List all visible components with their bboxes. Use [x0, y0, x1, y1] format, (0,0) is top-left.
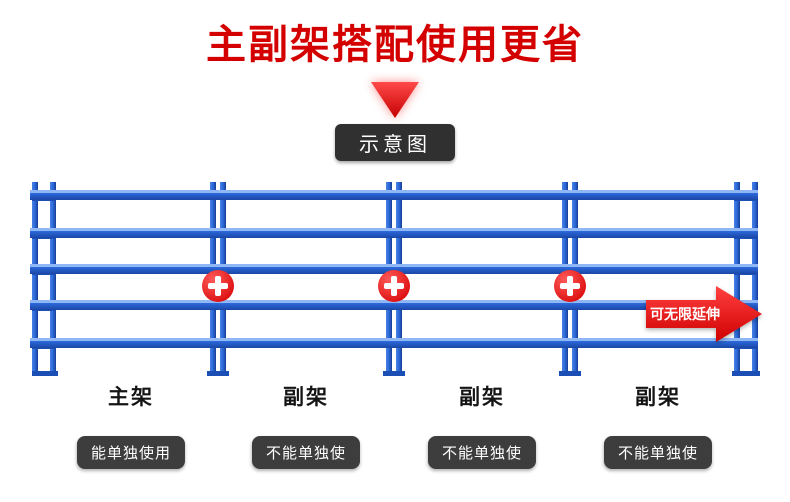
rack-label-sub-1: 副架: [283, 386, 329, 409]
plus-icon: [202, 270, 234, 302]
extend-arrow: 可无限延伸: [646, 286, 762, 342]
usage-badge-sub-1: 不能单独使: [251, 436, 361, 469]
plus-icon: [554, 270, 586, 302]
plus-icon: [378, 270, 410, 302]
page-title: 主副架搭配使用更省: [206, 23, 584, 67]
rack-label-main: 主架: [108, 386, 154, 409]
rack-illustration: 可无限延伸: [30, 182, 762, 376]
usage-badge-sub-2: 不能单独使: [427, 436, 537, 469]
usage-badge-main: 能单独使用: [76, 436, 186, 469]
rack-label-sub-3: 副架: [635, 386, 681, 409]
down-arrow-icon: [371, 82, 419, 118]
usage-badge-sub-3: 不能单独使: [603, 436, 713, 469]
schematic-badge: 示意图: [335, 124, 455, 161]
extend-arrow-label: 可无限延伸: [650, 306, 720, 322]
rack-label-sub-2: 副架: [459, 386, 505, 409]
